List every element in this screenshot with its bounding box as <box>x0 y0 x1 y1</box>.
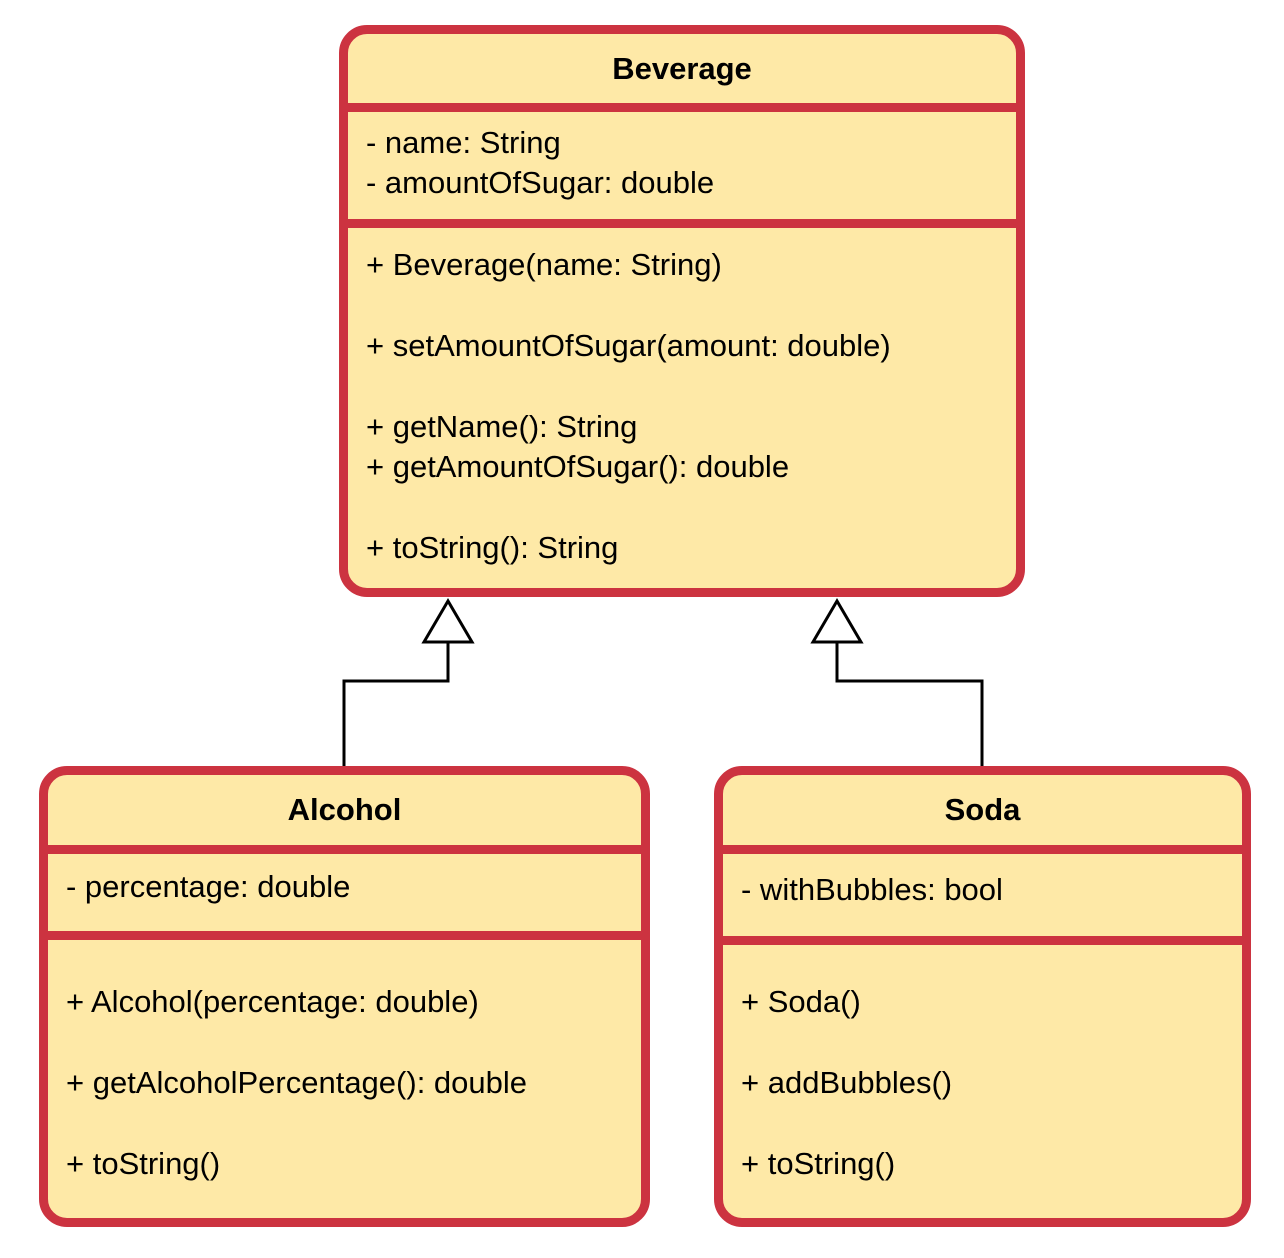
method: + Alcohol(percentage: double) <box>66 984 479 1019</box>
inheritance-arrow-soda <box>810 598 984 770</box>
attribute: - amountOfSugar: double <box>366 165 715 200</box>
methods-compartment: + Beverage(name: String) + setAmountOfSu… <box>348 228 1016 568</box>
class-alcohol: Alcohol - percentage: double + Alcohol(p… <box>39 766 650 1227</box>
method: + getAlcoholPercentage(): double <box>66 1065 528 1100</box>
method: + setAmountOfSugar(amount: double) <box>366 328 891 363</box>
method: + addBubbles() <box>741 1065 953 1100</box>
class-soda: Soda - withBubbles: bool + Soda() + addB… <box>714 766 1251 1227</box>
class-name: Alcohol <box>48 775 641 854</box>
methods-compartment: + Soda() + addBubbles() + toString() <box>723 945 1242 1184</box>
method: + toString(): String <box>366 530 619 565</box>
inheritance-arrow-alcohol <box>342 598 475 770</box>
attributes-compartment: - withBubbles: bool <box>723 854 1242 945</box>
method: + Soda() <box>741 984 861 1019</box>
class-name: Soda <box>723 775 1242 854</box>
attribute: - withBubbles: bool <box>741 872 1003 907</box>
attribute: - name: String <box>366 125 561 160</box>
attributes-compartment: - name: String - amountOfSugar: double <box>348 112 1016 228</box>
method: + toString() <box>66 1146 221 1181</box>
method: + toString() <box>741 1146 896 1181</box>
method: + Beverage(name: String) <box>366 247 722 282</box>
method: + getAmountOfSugar(): double <box>366 449 790 484</box>
generalization-arrowhead-icon <box>421 598 475 644</box>
attribute: - percentage: double <box>66 869 351 904</box>
class-name: Beverage <box>348 34 1016 112</box>
attributes-compartment: - percentage: double <box>48 854 641 940</box>
generalization-arrowhead-icon <box>810 598 864 644</box>
class-beverage: Beverage - name: String - amountOfSugar:… <box>339 25 1025 597</box>
methods-compartment: + Alcohol(percentage: double) + getAlcoh… <box>48 940 641 1184</box>
method: + getName(): String <box>366 409 638 444</box>
